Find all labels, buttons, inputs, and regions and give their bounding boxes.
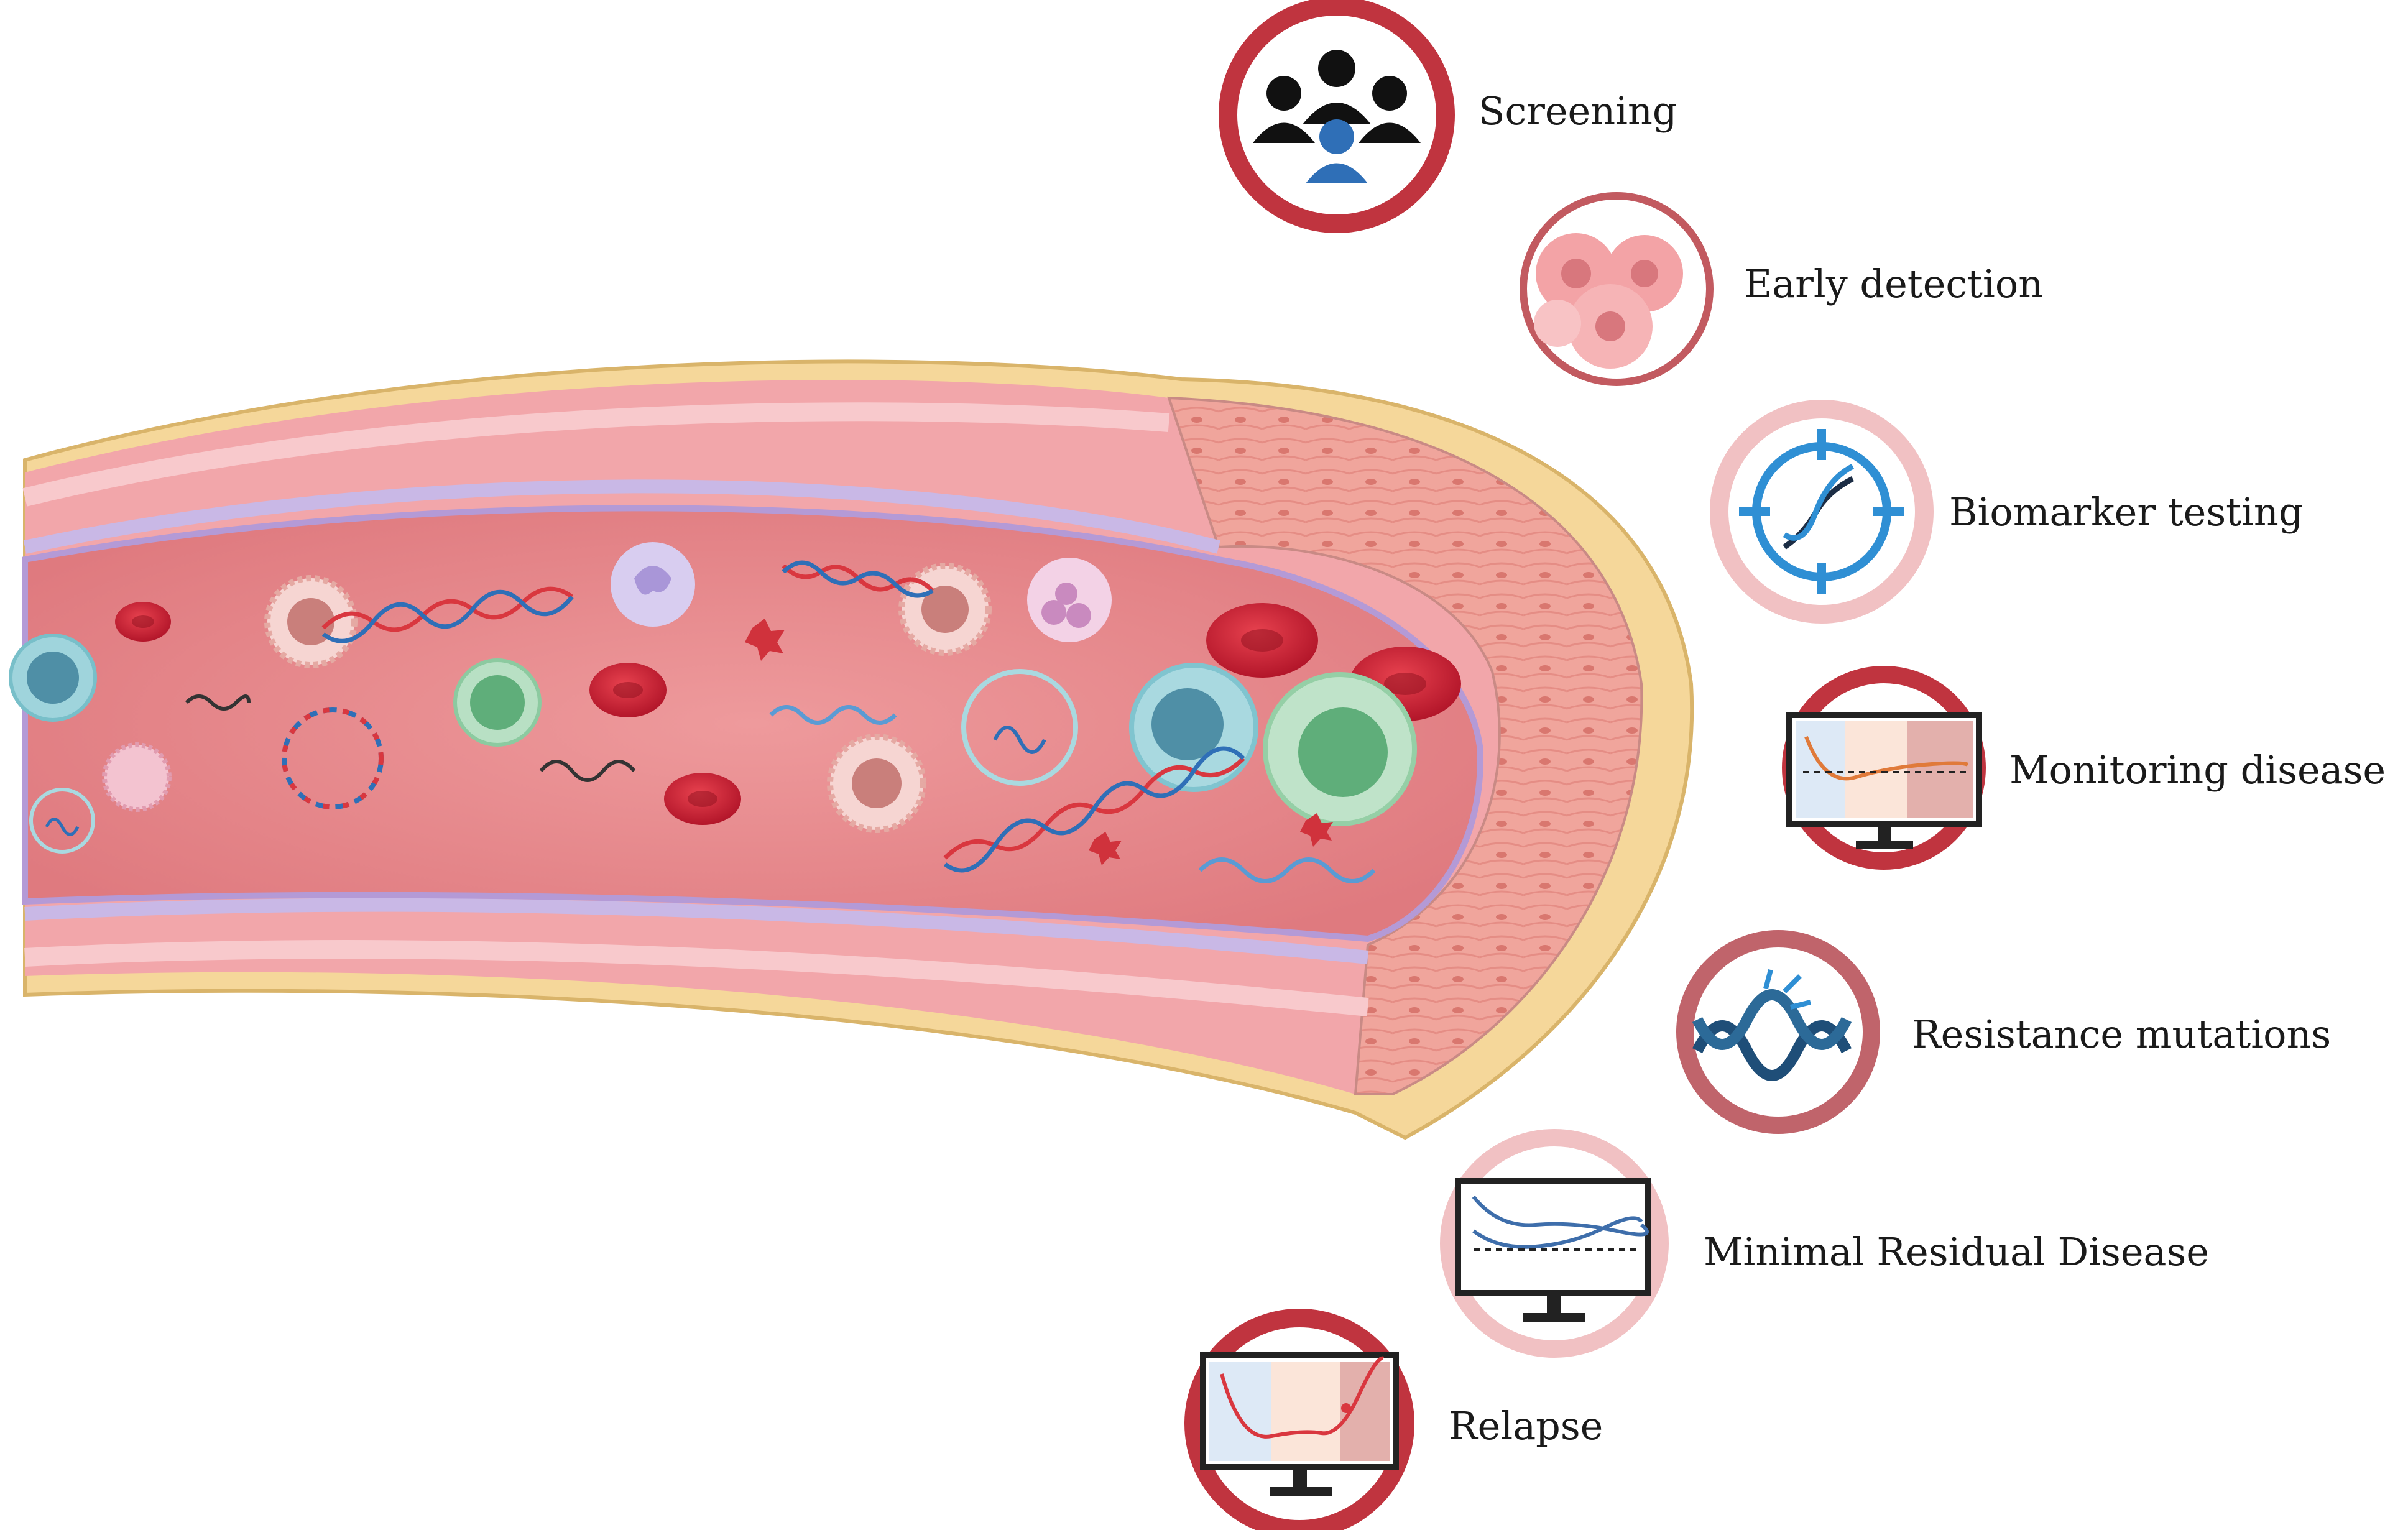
red-blood-cell <box>589 663 667 717</box>
screening-label: Screening <box>1478 88 1677 134</box>
people-group-icon <box>1253 50 1421 183</box>
lymphocyte-cell <box>1263 672 1417 826</box>
tumor-cells-icon <box>1534 233 1683 369</box>
cfdna-strand <box>185 560 1376 883</box>
dna-target-icon <box>1739 429 1904 594</box>
monitor-chart-icon <box>1200 1352 1399 1496</box>
resistance-mutations-ring <box>1676 930 1880 1134</box>
vessel-lumen <box>22 505 1483 942</box>
circulating-tumor-cell <box>264 575 358 668</box>
extracellular-vesicle <box>961 669 1078 786</box>
blood-contents <box>9 542 1461 883</box>
dna-mutation-icon <box>1692 969 1852 1081</box>
circulating-tumor-cell <box>898 563 992 656</box>
item-monitoring-disease: Monitoring disease <box>1782 666 2386 870</box>
lymphocyte-cell <box>453 658 542 747</box>
resistance-mutations-label: Resistance mutations <box>1912 1012 2331 1057</box>
biomarker-testing-label: Biomarker testing <box>1949 489 2304 535</box>
monocyte-cell <box>611 542 695 627</box>
biomarker-testing-ring <box>1710 400 1934 624</box>
platelet <box>745 619 785 661</box>
item-screening: Screening <box>1219 0 1677 233</box>
item-minimal-residual-disease: Minimal Residual Disease <box>1440 1129 2209 1358</box>
monitor-chart-icon <box>1786 712 1982 849</box>
early-detection-label: Early detection <box>1744 261 2043 306</box>
extracellular-vesicle <box>29 788 95 854</box>
blood-vessel <box>22 359 1694 1140</box>
monitor-chart-icon <box>1455 1178 1651 1322</box>
item-relapse: Relapse <box>1184 1309 1603 1530</box>
platelet <box>1300 813 1333 847</box>
lymphocyte-cell <box>9 634 97 722</box>
lymphocyte-cell <box>1129 663 1258 792</box>
monitoring-disease-label: Monitoring disease <box>2009 747 2386 793</box>
neutrophil-cell <box>1027 558 1112 642</box>
minimal-residual-disease-label: Minimal Residual Disease <box>1704 1229 2209 1274</box>
item-resistance-mutations: Resistance mutations <box>1676 930 2331 1134</box>
red-blood-cell <box>664 773 741 825</box>
circular-dna <box>282 707 384 809</box>
relapse-label: Relapse <box>1449 1403 1603 1449</box>
item-early-detection: Early detection <box>1520 192 2043 386</box>
platelet <box>1089 832 1122 865</box>
circulating-tumor-cell <box>102 742 172 812</box>
item-biomarker-testing: Biomarker testing <box>1710 400 2304 624</box>
red-blood-cell <box>115 602 171 642</box>
circulating-tumor-cell <box>827 734 926 833</box>
red-blood-cell <box>1206 603 1318 678</box>
vessel-tissue-section <box>1167 396 1643 1095</box>
